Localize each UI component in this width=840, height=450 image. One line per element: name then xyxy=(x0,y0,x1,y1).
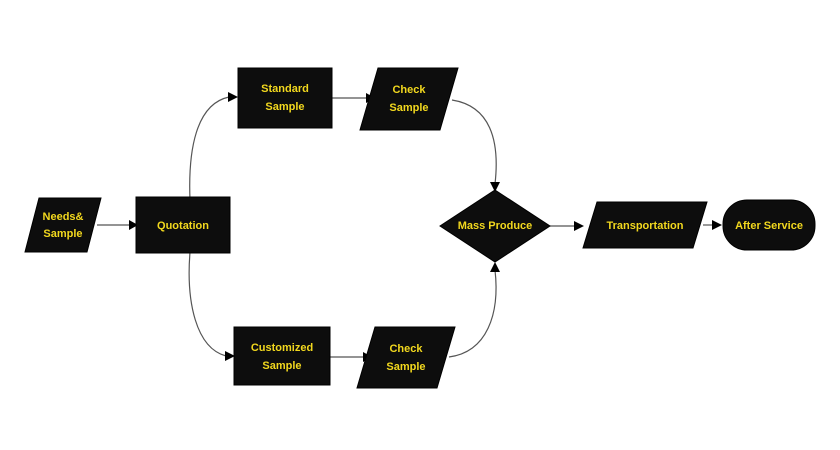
edge-check-bottom-to-mass xyxy=(448,262,500,358)
arrowhead-icon xyxy=(712,220,722,230)
edge-check-top-to-mass xyxy=(451,99,500,192)
edge-quotation-to-customized xyxy=(188,251,235,361)
edge-quotation-to-standard xyxy=(189,92,238,201)
node-customized-sample[interactable]: Customized Sample xyxy=(233,326,331,386)
node-mass-produce[interactable]: Mass Produce xyxy=(439,189,551,263)
edge-line xyxy=(448,269,497,358)
node-check-sample-customized[interactable]: Check Sample xyxy=(356,326,456,389)
arrowhead-icon xyxy=(490,182,500,192)
arrowhead-icon xyxy=(225,351,235,361)
quotation-shape[interactable] xyxy=(135,196,231,254)
arrowhead-icon xyxy=(228,92,238,102)
node-after-service[interactable]: After Service xyxy=(722,199,816,251)
arrowhead-icon xyxy=(129,220,138,230)
node-standard-sample[interactable]: Standard Sample xyxy=(237,67,333,129)
edge-line xyxy=(188,251,227,357)
node-quotation[interactable]: Quotation xyxy=(135,196,231,254)
transportation-shape[interactable] xyxy=(582,201,708,249)
edge-line xyxy=(451,99,497,185)
node-check-sample-standard[interactable]: Check Sample xyxy=(359,67,459,131)
edge-mass-to-transportation xyxy=(550,221,584,231)
edge-needs-to-quotation xyxy=(97,220,138,230)
node-needs-sample[interactable]: Needs& Sample xyxy=(24,197,102,253)
needs-sample-shape[interactable] xyxy=(24,197,102,253)
node-transportation[interactable]: Transportation xyxy=(582,201,708,249)
standard-sample-shape[interactable] xyxy=(237,67,333,129)
node-layer: Needs& Sample Quotation Standard Sample … xyxy=(24,67,816,389)
check-sample-customized-shape[interactable] xyxy=(356,326,456,389)
edge-transportation-to-after-service xyxy=(703,220,722,230)
after-service-shape[interactable] xyxy=(722,199,816,251)
edge-line xyxy=(189,96,230,201)
customized-sample-shape[interactable] xyxy=(233,326,331,386)
arrowhead-icon xyxy=(574,221,584,231)
check-sample-standard-shape[interactable] xyxy=(359,67,459,131)
arrowhead-icon xyxy=(490,262,500,272)
mass-produce-shape[interactable] xyxy=(439,189,551,263)
